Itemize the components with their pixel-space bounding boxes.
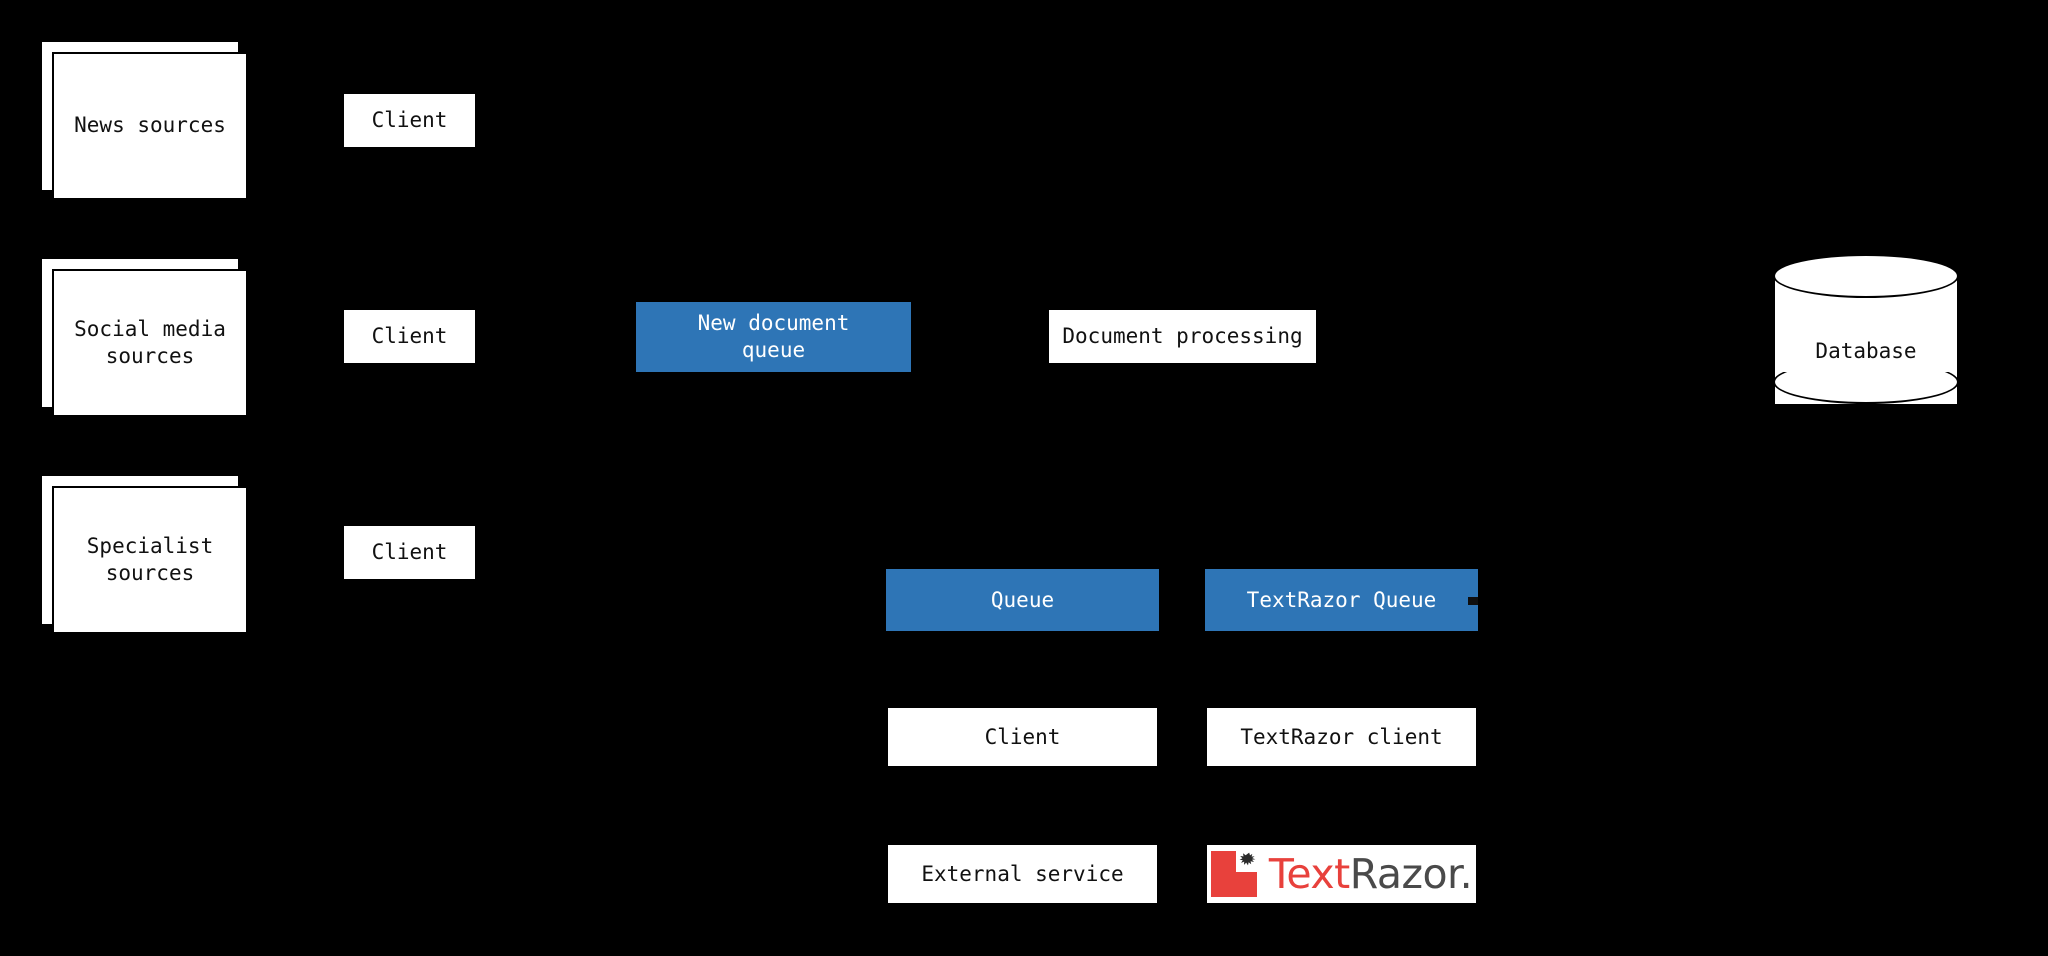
textrazor-wordmark: TextRazor. bbox=[1268, 848, 1473, 900]
source-label-specialist: Specialist sources bbox=[52, 486, 248, 634]
source-label-social-media: Social media sources bbox=[52, 269, 248, 417]
source-label-news: News sources bbox=[52, 52, 248, 200]
textrazor-mark-icon bbox=[1210, 851, 1257, 897]
legend-swatch-textrazor-queue[interactable]: TextRazor Queue bbox=[1205, 569, 1478, 631]
source-node-social-media[interactable]: Social media sources bbox=[42, 259, 248, 417]
logo-notch bbox=[1235, 851, 1257, 872]
connector-stub-icon bbox=[1468, 597, 1478, 605]
source-node-news[interactable]: News sources bbox=[42, 42, 248, 200]
database-label: Database bbox=[1815, 339, 1917, 363]
database-node[interactable]: Database bbox=[1773, 254, 1959, 426]
client-node-social-media[interactable]: Client bbox=[342, 308, 477, 365]
cylinder-seam-mask bbox=[1775, 350, 1957, 372]
client-node-news[interactable]: Client bbox=[342, 92, 477, 149]
document-processing-node[interactable]: Document processing bbox=[1047, 308, 1318, 365]
wordmark-text-part: Text bbox=[1268, 849, 1350, 898]
legend-swatch-external-service[interactable]: External service bbox=[886, 843, 1159, 905]
wordmark-razor-part: Razor. bbox=[1349, 849, 1473, 898]
legend-swatch-textrazor-logo[interactable]: TextRazor. bbox=[1205, 843, 1478, 905]
source-node-specialist[interactable]: Specialist sources bbox=[42, 476, 248, 634]
legend-swatch-client[interactable]: Client bbox=[886, 706, 1159, 768]
legend-swatch-queue[interactable]: Queue bbox=[886, 569, 1159, 631]
legend-label-textrazor-queue: TextRazor Queue bbox=[1246, 587, 1437, 612]
cylinder-top-ellipse bbox=[1773, 254, 1959, 298]
client-node-specialist[interactable]: Client bbox=[342, 524, 477, 581]
textrazor-logo: TextRazor. bbox=[1207, 845, 1476, 903]
legend-swatch-textrazor-client[interactable]: TextRazor client bbox=[1205, 706, 1478, 768]
new-document-queue-node[interactable]: New document queue bbox=[636, 302, 911, 372]
